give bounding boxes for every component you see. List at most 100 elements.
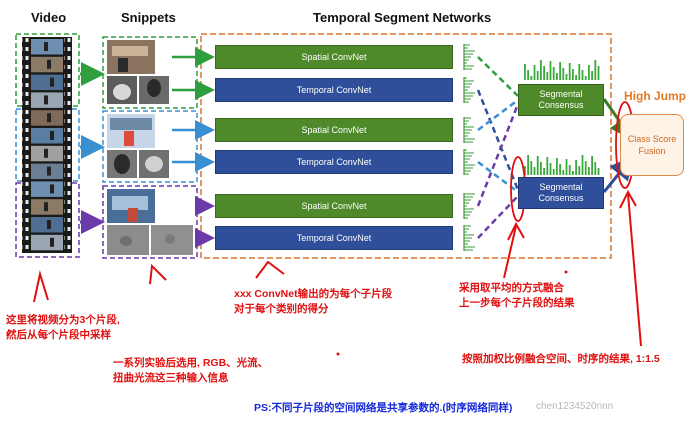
consensus-score-bar	[562, 68, 565, 80]
temporal-convnet-3: Temporal ConvNet	[215, 226, 453, 250]
temporal-convnet-2: Temporal ConvNet	[215, 150, 453, 174]
film-frame-figure	[50, 77, 54, 87]
consensus-score-bar	[588, 65, 590, 80]
film-frame-figure	[47, 59, 51, 69]
consensus-score-bar	[549, 163, 552, 175]
consensus-score-bar	[533, 167, 536, 175]
consensus-note-line1: 采用取平均的方式融合	[459, 282, 564, 294]
consensus-score-bar	[565, 74, 568, 80]
predicted-class-label: High Jump	[624, 89, 686, 103]
consensus-score-bar	[591, 156, 593, 175]
spatial-convnet-1: Spatial ConvNet	[215, 45, 453, 69]
ps-note: PS:不同子片段的空间网络是共享参数的.(时序网络同样)	[254, 402, 513, 414]
video-segment-1-box	[15, 33, 80, 107]
consensus-label-line1: Segmental	[539, 182, 583, 192]
consensus-note-line2: 上一步每个子片段的结果	[459, 297, 575, 309]
consensus-note-arrow	[503, 225, 517, 279]
consensus-score-bar	[559, 62, 561, 80]
consensus-score-bar	[559, 164, 561, 175]
consensus-score-bar	[594, 162, 597, 175]
convnet-note: xxx ConvNet输出的为每个子片段 对于每个类别的得分	[234, 287, 392, 317]
consensus-label-line1: Segmental	[539, 89, 583, 99]
video-segment-3-box	[15, 182, 80, 258]
consensus-score-bar	[578, 64, 581, 80]
fusion-note-arrow	[627, 193, 642, 347]
consensus-score-bar	[581, 155, 584, 175]
film-frame	[31, 181, 63, 197]
consensus-score-histograms	[524, 60, 600, 175]
film-frame-figure	[44, 42, 48, 51]
film-frame-figure	[47, 166, 51, 176]
video-note-line2: 然后从每个片段中采样	[6, 329, 111, 341]
video-note: 这里将视频分为3个片段, 然后从每个片段中采样	[6, 313, 120, 343]
film-frame-figure	[50, 131, 54, 140]
fusion-note: 按照加权比例融合空间、时序的结果, 1:1.5	[462, 353, 660, 365]
consensus-score-bar	[543, 168, 545, 175]
temporal-convnet-1: Temporal ConvNet	[215, 78, 453, 102]
spatial-convnet-3: Spatial ConvNet	[215, 194, 453, 218]
consensus-score-bar	[536, 71, 539, 80]
convnet-note-line1: xxx ConvNet输出的为每个子片段	[234, 288, 393, 300]
consensus-score-bar	[584, 161, 587, 175]
consensus-score-bar	[527, 155, 529, 175]
consensus-score-bar	[543, 66, 545, 80]
consensus-score-bar	[556, 158, 558, 175]
convnet-note-arrow	[255, 260, 285, 279]
snippet-1-box	[102, 36, 198, 109]
consensus-score-bar	[581, 70, 584, 80]
watermark: chen1234520nnn	[536, 401, 614, 412]
consensus-score-bar	[524, 166, 526, 175]
consensus-score-bar	[588, 167, 590, 175]
tsn-header: Temporal Segment Networks	[313, 10, 492, 25]
consensus-score-bar	[530, 76, 533, 80]
consensus-score-bar	[572, 69, 574, 80]
consensus-score-bar	[540, 162, 542, 175]
consensus-score-bar	[584, 76, 587, 80]
film-frame-figure	[44, 95, 48, 105]
fusion-line1: Class Score	[627, 134, 677, 144]
film-frame-figure	[50, 184, 54, 194]
consensus-label-line2: Consensus	[538, 193, 584, 203]
film-frame-figure	[50, 237, 54, 247]
consensus-score-bar	[556, 73, 558, 80]
consensus-score-bar	[562, 170, 565, 175]
consensus-score-bar	[546, 157, 549, 175]
spatial-convnet-2: Spatial ConvNet	[215, 118, 453, 142]
consensus-score-bar	[591, 71, 593, 80]
film-frame	[31, 74, 63, 91]
snippets-header: Snippets	[121, 10, 176, 25]
snippet-2-box	[102, 110, 198, 183]
consensus-score-bar	[597, 66, 600, 80]
film-frame	[31, 234, 63, 251]
consensus-score-bar	[594, 60, 597, 80]
input-note-line2: 扭曲光流这三种输入信息	[113, 372, 229, 384]
consensus-score-bar	[549, 61, 552, 80]
consensus-score-bar	[597, 168, 600, 175]
consensus-score-bar	[527, 70, 529, 80]
input-note: 一系列实验后选用, RGB、光流、 扭曲光流这三种输入信息	[113, 356, 268, 386]
consensus-score-bar	[533, 65, 536, 80]
film-frame-figure	[47, 113, 51, 123]
video-header: Video	[31, 10, 67, 25]
film-frame-figure	[44, 202, 48, 212]
consensus-score-bar	[552, 169, 555, 175]
video-note-arrow	[33, 270, 49, 303]
film-frame-figure	[44, 148, 48, 158]
input-note-line1: 一系列实验后选用, RGB、光流、	[113, 357, 269, 369]
convnet-note-line2: 对于每个类别的得分	[234, 303, 329, 315]
snippet-images	[107, 40, 193, 255]
consensus-score-bar	[575, 160, 577, 175]
video-note-line1: 这里将视频分为3个片段,	[6, 314, 120, 326]
consensus-score-bar	[568, 63, 571, 80]
consensus-score-bar	[552, 67, 555, 80]
film-frame	[31, 128, 63, 144]
consensus-score-bar	[568, 165, 571, 175]
consensus-label-line2: Consensus	[538, 100, 584, 110]
consensus-score-bar	[540, 60, 542, 80]
film-strip	[22, 37, 72, 253]
consensus-score-bar	[565, 159, 568, 175]
